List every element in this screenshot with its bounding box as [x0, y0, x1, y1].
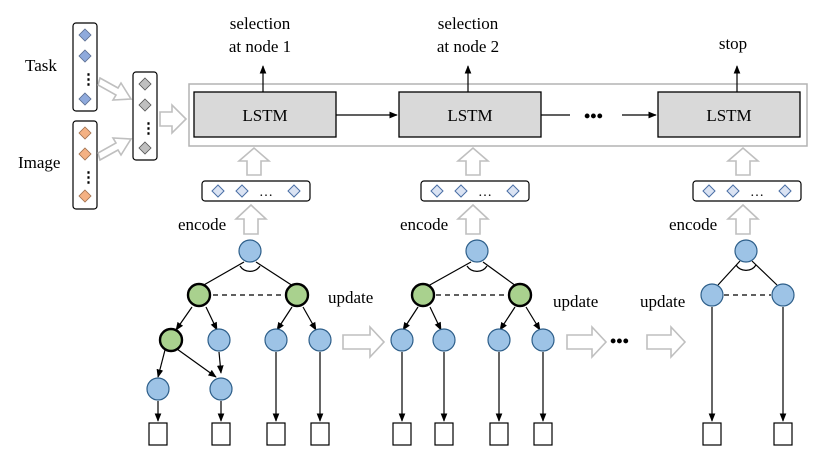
update-arrow-2 — [566, 324, 608, 360]
tree-3-root — [734, 239, 758, 263]
output-2-line2: at node 2 — [437, 37, 499, 56]
update-label-2: update — [553, 292, 598, 311]
encode-arrow-2 — [455, 203, 491, 235]
tree-2-leaf — [392, 422, 412, 446]
tree-2-leaf — [533, 422, 553, 446]
output-3-stop: stop — [719, 34, 747, 53]
task-embedding-stack: ⋮ — [72, 22, 98, 112]
concat-vertical-dots: ⋮ — [141, 121, 156, 137]
tree-3-leaf — [702, 422, 722, 446]
lstm-cell-3: LSTM — [657, 91, 801, 138]
update-arrow-3 — [646, 324, 687, 360]
svg-text:…: … — [259, 185, 273, 200]
output-1-line2: at node 1 — [229, 37, 291, 56]
vector-to-lstm-1-arrow — [236, 146, 272, 176]
tree-encoding-vector-3: … — [692, 180, 802, 202]
lstm-ellipsis: ••• — [584, 106, 603, 126]
lstm-sequence-frame — [188, 83, 808, 147]
tree-1-leaf — [148, 422, 168, 446]
tree-1-selected-node — [186, 282, 212, 308]
lstm-cell-1: LSTM — [193, 91, 337, 138]
tree-2-node — [432, 328, 456, 352]
svg-text:LSTM: LSTM — [242, 106, 287, 125]
tree-2-leaf — [489, 422, 509, 446]
input-merge-arrows — [97, 76, 133, 162]
output-1-line1: selection — [230, 14, 291, 33]
encode-arrow-1 — [233, 203, 269, 235]
tree-2-node — [390, 328, 414, 352]
update-label-1: update — [328, 288, 373, 307]
concat-embedding-stack: ⋮ — [132, 71, 158, 161]
encode-arrow-3 — [725, 203, 761, 235]
svg-text:…: … — [750, 185, 764, 200]
image-embedding-stack: ⋮ — [72, 120, 98, 210]
tree-1-node — [207, 328, 231, 352]
tree-2-node — [531, 328, 555, 352]
tree-1-leaf — [266, 422, 286, 446]
tree-2-selected-node — [507, 282, 533, 308]
encode-label-1: encode — [178, 215, 226, 234]
tree-2 — [390, 239, 555, 446]
vector-to-lstm-3-arrow — [725, 146, 761, 176]
tree-2-selected-node — [410, 282, 436, 308]
tree-2-root — [465, 239, 489, 263]
svg-text:…: … — [478, 185, 492, 200]
lstm-cell-2: LSTM — [398, 91, 542, 138]
tree-1-root — [238, 239, 262, 263]
tree-1-leaf — [211, 422, 231, 446]
vector-to-lstm-2-arrow — [455, 146, 491, 176]
image-label: Image — [18, 153, 60, 172]
tree-1-leaf — [310, 422, 330, 446]
update-arrow-1 — [342, 324, 386, 360]
encode-label-3: encode — [669, 215, 717, 234]
output-2-line1: selection — [438, 14, 499, 33]
tree-1-selected-node — [158, 327, 184, 353]
tree-2-leaf — [434, 422, 454, 446]
svg-text:LSTM: LSTM — [706, 106, 751, 125]
encode-label-2: encode — [400, 215, 448, 234]
tree-1-node — [146, 377, 170, 401]
input-to-lstm-arrow — [159, 103, 188, 135]
tree-encoding-vector-2: … — [420, 180, 530, 202]
tree-1-node — [264, 328, 288, 352]
tree-3-node — [700, 283, 724, 307]
tree-1 — [146, 239, 332, 446]
update-ellipsis: ••• — [610, 331, 629, 351]
tree-3-node — [771, 283, 795, 307]
tree-3 — [700, 239, 795, 446]
tree-2-node — [487, 328, 511, 352]
task-vertical-dots: ⋮ — [81, 72, 96, 88]
tree-encoding-vector-1: … — [201, 180, 311, 202]
tree-1-node — [308, 328, 332, 352]
image-vertical-dots: ⋮ — [81, 170, 96, 186]
tree-1-node — [209, 377, 233, 401]
task-label: Task — [25, 56, 57, 75]
update-label-3: update — [640, 292, 685, 311]
tree-3-leaf — [773, 422, 793, 446]
svg-text:LSTM: LSTM — [447, 106, 492, 125]
tree-1-selected-node — [284, 282, 310, 308]
